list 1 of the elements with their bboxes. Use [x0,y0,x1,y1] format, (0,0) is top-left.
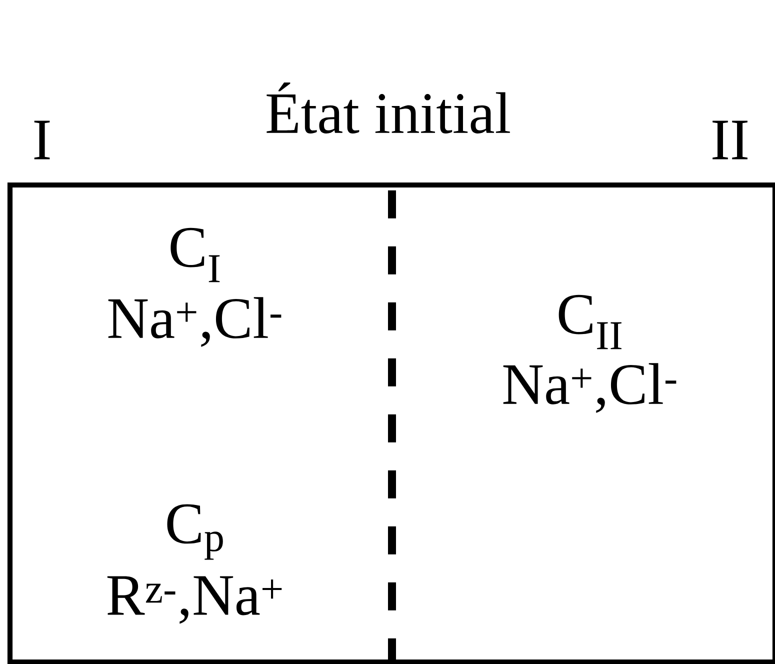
title: État initial [266,82,510,134]
